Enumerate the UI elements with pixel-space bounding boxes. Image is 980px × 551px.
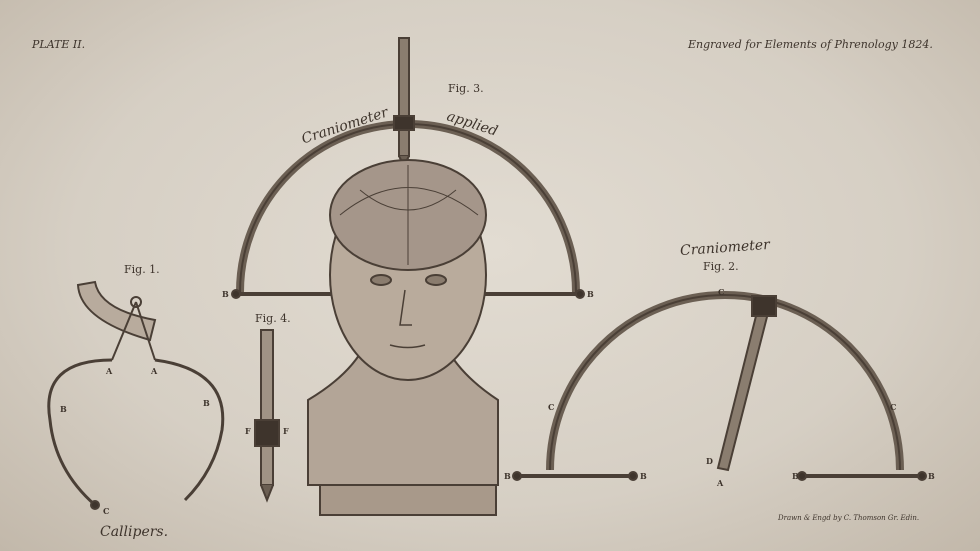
plate-title: Engraved for Elements of Phrenology 1824…	[688, 38, 933, 51]
fig2-letter-c-right: C	[890, 402, 897, 412]
fig1-letter-b-left: B	[60, 404, 67, 414]
fig2-letter-b-4: B	[928, 471, 935, 481]
fig2-craniometer	[512, 291, 927, 481]
fig1-letter-a-right: A	[151, 366, 158, 376]
fig1-letter-a-left: A	[106, 366, 113, 376]
fig2-letter-b-1: B	[504, 471, 511, 481]
fig2-letter-d: D	[706, 456, 713, 466]
fig1-letter-b-right: B	[203, 398, 210, 408]
engraver-credit: Drawn & Engd by C. Thomson Gr. Edin.	[778, 514, 920, 522]
fig3-letter-b-right: B	[587, 289, 594, 299]
fig1-caption: Callipers.	[100, 524, 169, 540]
fig3-letter-b-left: B	[222, 289, 229, 299]
phrenology-bust	[307, 159, 499, 516]
fig1-letter-c: C	[103, 506, 110, 516]
fig2-label: Fig. 2.	[703, 260, 739, 273]
fig1-callipers	[47, 280, 225, 510]
plate-number: PLATE II.	[32, 38, 86, 51]
fig2-letter-a: A	[717, 478, 724, 488]
fig2-letter-b-2: B	[640, 471, 647, 481]
fig1-label: Fig. 1.	[124, 263, 160, 276]
fig2-letter-b-3: B	[792, 471, 799, 481]
fig4-letter-f-left: F	[245, 426, 251, 436]
fig4-rule	[254, 329, 280, 503]
fig4-label: Fig. 4.	[255, 312, 291, 325]
fig4-letter-f-right: F	[283, 426, 289, 436]
fig3-label: Fig. 3.	[448, 82, 484, 95]
fig2-letter-c-top: C	[718, 287, 725, 297]
fig2-letter-c-left: C	[548, 402, 555, 412]
